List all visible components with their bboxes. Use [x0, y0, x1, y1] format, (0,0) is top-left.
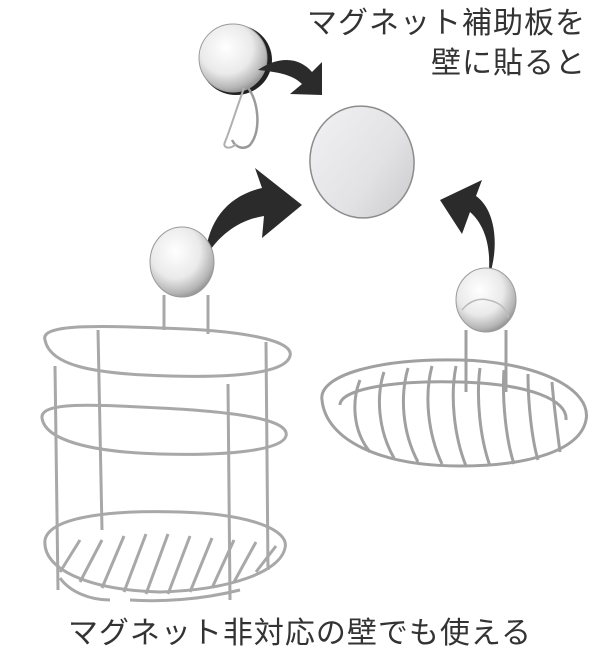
caption-top: マグネット補助板を 壁に貼ると [307, 4, 586, 84]
suction-hook [198, 23, 272, 149]
arrow-icon [258, 60, 322, 95]
caption-bottom: マグネット非対応の壁でも使える [67, 616, 533, 651]
magnet-plate [309, 105, 415, 219]
soap-dish [320, 267, 588, 468]
arrow-icon [205, 168, 302, 258]
arrow-icon [440, 180, 495, 280]
caption-top-line1: マグネット補助板を [307, 6, 586, 41]
caption-top-line2: 壁に貼ると [431, 46, 586, 81]
wire-caddy [40, 226, 292, 603]
